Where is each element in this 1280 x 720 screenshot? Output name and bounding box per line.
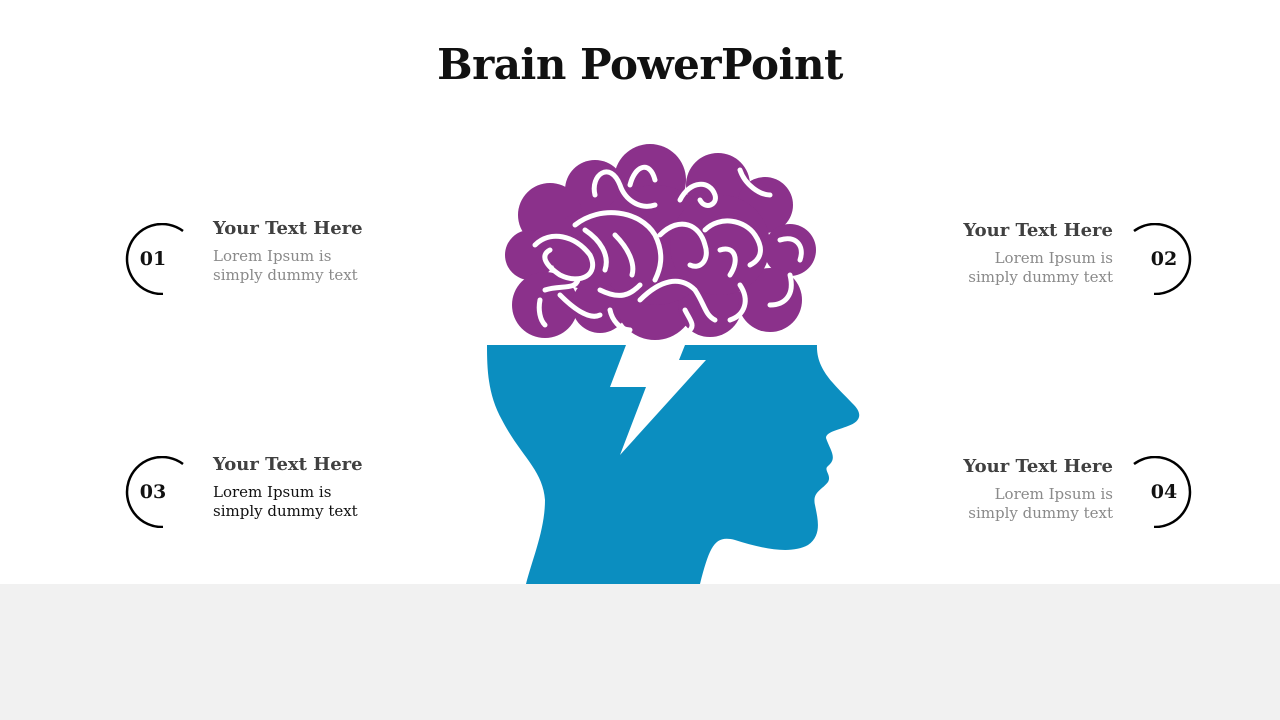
item-text: Lorem Ipsum is simply dummy text: [968, 485, 1113, 522]
item-text: Lorem Ipsum is simply dummy text: [213, 483, 358, 520]
head-silhouette: [487, 345, 860, 584]
text-block-02: Your Text Here Lorem Ipsum is simply dum…: [943, 220, 1113, 287]
brain-icon: [505, 144, 816, 340]
step-number: 02: [1150, 248, 1178, 270]
step-badge-04: 04: [1128, 456, 1200, 528]
item-text: Lorem Ipsum is simply dummy text: [968, 249, 1113, 286]
brain-folds: [532, 165, 804, 333]
text-block-04: Your Text Here Lorem Ipsum is simply dum…: [943, 456, 1113, 523]
step-badge-01: 01: [117, 223, 189, 295]
head-brain-illustration: [462, 144, 860, 584]
step-badge-03: 03: [117, 456, 189, 528]
item-heading: Your Text Here: [213, 218, 363, 239]
lightning-bolt: [610, 345, 706, 455]
item-text: Lorem Ipsum is simply dummy text: [213, 247, 358, 284]
item-heading: Your Text Here: [213, 454, 363, 475]
step-number: 01: [139, 248, 167, 270]
text-block-03: Your Text Here Lorem Ipsum is simply dum…: [213, 454, 383, 521]
item-heading: Your Text Here: [963, 220, 1113, 241]
item-heading: Your Text Here: [963, 456, 1113, 477]
step-badge-02: 02: [1128, 223, 1200, 295]
slide: Brain PowerPoint: [0, 0, 1280, 584]
step-number: 04: [1150, 481, 1178, 503]
step-number: 03: [139, 481, 167, 503]
text-block-01: Your Text Here Lorem Ipsum is simply dum…: [213, 218, 383, 285]
slide-title: Brain PowerPoint: [437, 40, 843, 89]
